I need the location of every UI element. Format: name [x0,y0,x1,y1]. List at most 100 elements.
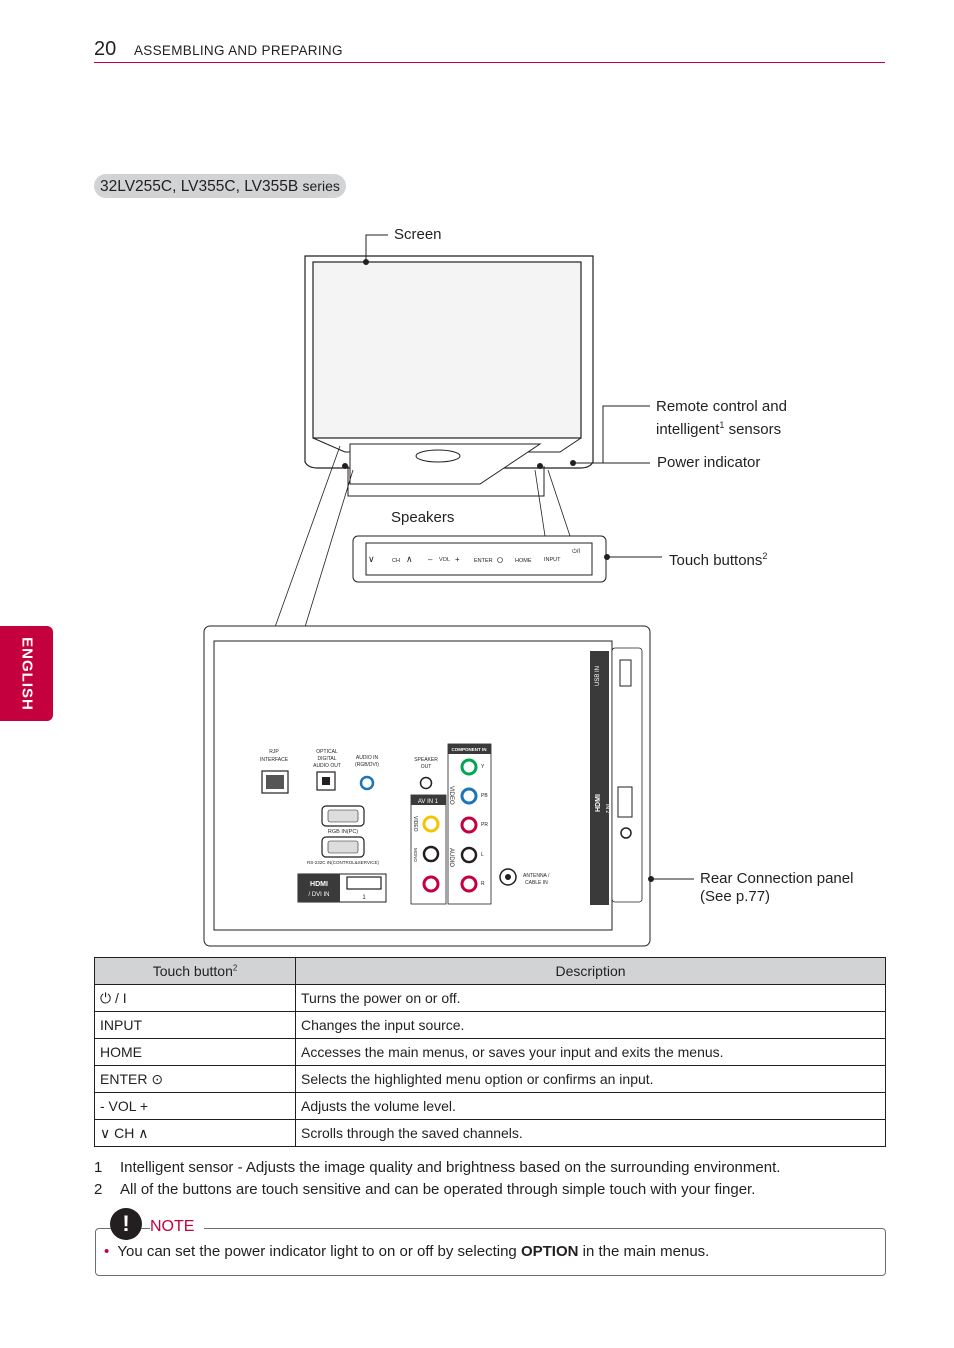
component-header [448,744,491,754]
note-text: • You can set the power indicator light … [104,1243,709,1260]
table-cell-description: Scrolls through the saved channels. [295,1119,886,1147]
sensors-callout-line2: intelligent1 sensors [656,416,787,439]
page-number: 20 [94,38,117,60]
note-label: NOTE [150,1218,205,1236]
enter-label: ENTER [474,558,493,564]
hdmi-1-port [346,876,382,890]
table-cell-description: Adjusts the volume level. [295,1092,886,1120]
rear-guide-right [304,469,354,628]
optical-label-2: DIGITAL [317,756,336,762]
footnote-1-text: Intelligent sensor - Adjusts the image q… [120,1159,781,1176]
rear-panel-callout-line1: Rear Connection panel [700,870,854,887]
optical-label-3: AUDIO OUT [313,763,341,769]
note-box [95,1228,886,1276]
speaker-left-dot [342,463,348,469]
touch-strip-guide [547,469,571,537]
usb-port [619,659,632,687]
hdmi-1-logo-bg [298,874,340,902]
table-cell-button: - VOL + [94,1092,296,1120]
vol-label: VOL [439,557,450,563]
usb-in-label: USB IN [595,666,601,686]
tv-stand-neck [415,449,461,463]
power-indicator-callout: Power indicator [657,454,761,471]
rjp-label-2: INTERFACE [260,757,289,763]
component-pr-jack [460,816,478,834]
touch-buttons-label: Touch buttons [669,552,763,569]
antenna-label-2: CABLE IN [525,880,548,886]
audio-in-jack [359,775,375,791]
footnote-1-number: 1 [94,1159,103,1176]
optical-port-inner [322,777,330,785]
note-text-bold: OPTION [520,1243,579,1260]
sensors-sup: 1 [719,420,725,430]
table-cell-button: HOME [94,1038,296,1066]
home-label: HOME [515,558,532,564]
r-label: R [481,881,485,887]
audio-in-label-2: (RGB/DVI) [355,762,379,768]
hdmi-logo: HDMI [310,881,328,888]
touch-buttons-sup: 2 [762,551,768,561]
antenna-jack-center [505,874,511,880]
table-header-description: Description [295,957,886,985]
hdmi-2-port [617,786,633,818]
side-panel-strip [590,651,609,905]
screen-callout: Screen [394,226,442,243]
rs232c-port-inner [327,840,359,854]
tv-screen [312,261,582,439]
y-label: Y [481,764,485,770]
component-y-jack [460,758,478,776]
note-bullet: • [104,1243,110,1260]
audio-in-label-1: AUDIO IN [356,755,379,761]
table-header-row: Touch button2 Description [94,957,886,985]
vol-up-icon: + [455,555,460,564]
table-cell-button: INPUT [94,1011,296,1039]
table-header-button: Touch button2 [94,957,296,985]
pb-label: PB [481,793,488,799]
component-r-jack [460,875,478,893]
av-mono-label: MONO [413,848,418,862]
dvi-in-label: / DVI IN [308,892,329,898]
table-cell-description: Turns the power on or off. [295,984,886,1012]
power-icon: ⏻/I [572,548,580,555]
table-cell-description: Selects the highlighted menu option or c… [295,1065,886,1093]
rear-guide-left [274,445,341,628]
component-audio-label: AUDIO [448,848,454,867]
table-row: ENTER ⊙Selects the highlighted menu opti… [94,1065,886,1093]
table-cell-button: ∨ CH ∧ [94,1119,296,1147]
ch-up-icon: ∧ [406,554,413,564]
rjp-port-inner [266,775,284,789]
rear-panel-callout: Rear Connection panel (See p.77) [700,870,853,906]
av-audio-l-jack [422,845,440,863]
av-audio-r-jack [422,875,440,893]
touch-strip-inner [365,542,593,576]
sensors-callout-end: sensors [724,421,782,438]
antenna-label-1: ANTENNA / [523,873,550,879]
section-title: ASSEMBLING AND PREPARING [134,43,343,58]
tv-stand [349,443,542,485]
speakers-bracket [347,466,545,497]
note-text-before: You can set the power indicator light to… [117,1243,521,1260]
input-label: INPUT [544,557,561,563]
hdmi-1-number: 1 [362,895,366,901]
exclamation-icon: ! [110,1208,142,1240]
table-row: ∨ CH ∧Scrolls through the saved channels… [94,1119,886,1147]
av-video-label: VIDEO [412,816,418,832]
side-hdmi-logo: HDMI [595,794,602,812]
speaker-out-jack [419,776,433,790]
table-cell-description: Accesses the main menus, or saves your i… [295,1038,886,1066]
table-cell-button: ENTER ⊙ [94,1065,296,1093]
rjp-label-1: RJP [269,749,279,755]
series-label: 32LV255C, LV355C, LV355B series [94,174,346,198]
screen-callout-line [365,234,388,262]
component-in-label: COMPONENT IN [451,747,486,752]
touch-buttons-callout: Touch buttons2 [669,547,767,570]
av-in-header [411,795,446,805]
touch-strip-guide-2 [534,469,546,537]
footnote-2-number: 2 [94,1181,103,1198]
table-cell-button: ⏻ / I [94,984,296,1012]
